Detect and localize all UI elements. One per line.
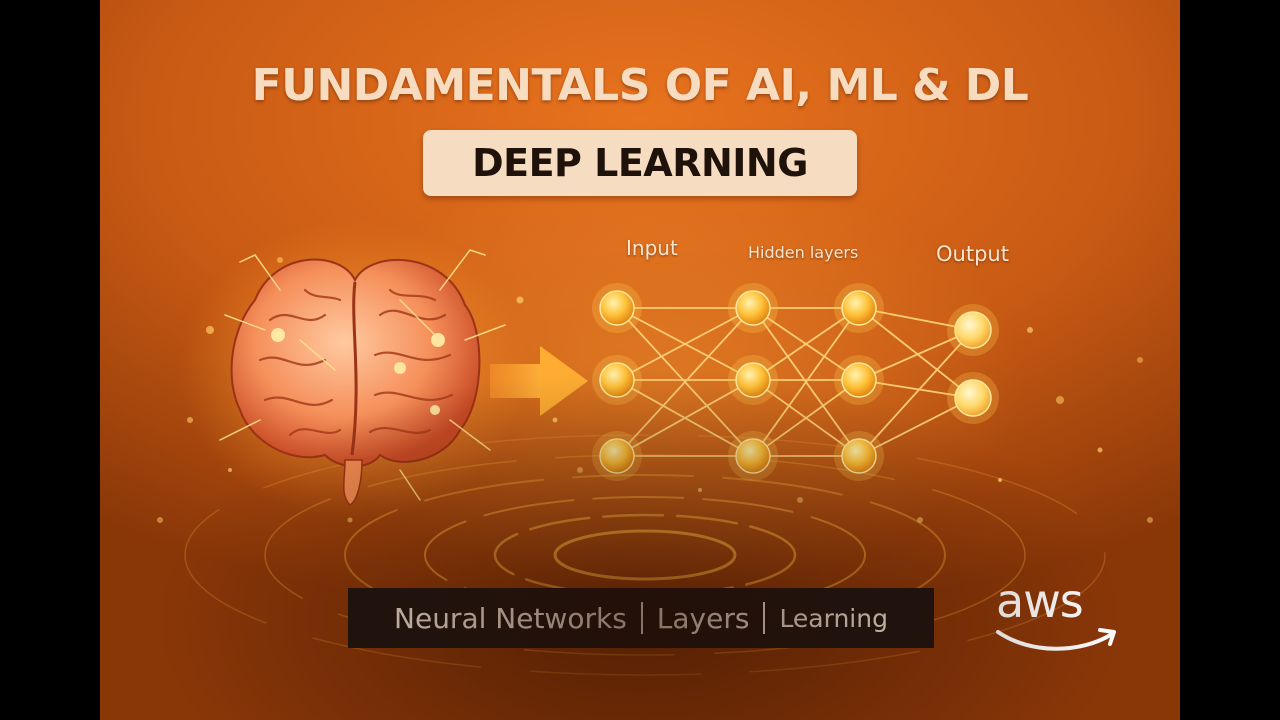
caption-item-neural-networks: Neural Networks bbox=[394, 601, 627, 635]
network-connection bbox=[616, 307, 754, 381]
hidden-node bbox=[735, 290, 771, 326]
page-title: FUNDAMENTALS OF AI, ML & DL bbox=[251, 60, 1029, 111]
topic-badge-label: DEEP LEARNING bbox=[472, 141, 808, 185]
topic-badge: DEEP LEARNING bbox=[423, 130, 857, 196]
input-node bbox=[599, 362, 635, 398]
hidden-node bbox=[735, 438, 771, 474]
hidden-node bbox=[841, 290, 877, 326]
hidden-node bbox=[841, 438, 877, 474]
arrow-right-icon bbox=[490, 346, 588, 416]
neural-network-nodes bbox=[592, 283, 999, 481]
brain-icon bbox=[180, 220, 530, 520]
hidden-node bbox=[735, 362, 771, 398]
network-connection bbox=[752, 307, 860, 381]
hidden-layers-label: Hidden layers bbox=[748, 243, 859, 262]
network-connection bbox=[858, 307, 974, 331]
network-connection bbox=[858, 397, 974, 457]
network-connection bbox=[752, 307, 860, 457]
caption-separator bbox=[763, 602, 766, 634]
network-connection bbox=[616, 379, 754, 457]
input-layer-label: Input bbox=[626, 236, 678, 260]
network-connection bbox=[616, 307, 754, 457]
caption-item-layers: Layers bbox=[656, 601, 750, 635]
output-layer-label: Output bbox=[936, 242, 1009, 266]
aws-logo: aws bbox=[990, 574, 1130, 664]
neural-network bbox=[616, 307, 974, 457]
thumbnail-poster: FUNDAMENTALS OF AI, ML & DL DEEP LEARNIN… bbox=[100, 0, 1180, 720]
network-connection bbox=[858, 379, 974, 399]
network-connection bbox=[858, 307, 974, 399]
hidden-node bbox=[841, 362, 877, 398]
input-node bbox=[599, 290, 635, 326]
output-node bbox=[954, 311, 992, 349]
output-node bbox=[954, 379, 992, 417]
network-connection bbox=[858, 329, 974, 381]
caption-separator bbox=[640, 602, 643, 634]
illustration bbox=[157, 220, 1153, 676]
caption-item-learning: Learning bbox=[779, 603, 888, 633]
amazon-smile-icon bbox=[996, 628, 1116, 651]
network-connection bbox=[752, 379, 860, 457]
caption-bar: Neural Networks Layers Learning bbox=[348, 588, 934, 648]
input-node bbox=[599, 438, 635, 474]
aws-logo-text: aws bbox=[996, 574, 1084, 628]
network-connection bbox=[858, 329, 974, 457]
